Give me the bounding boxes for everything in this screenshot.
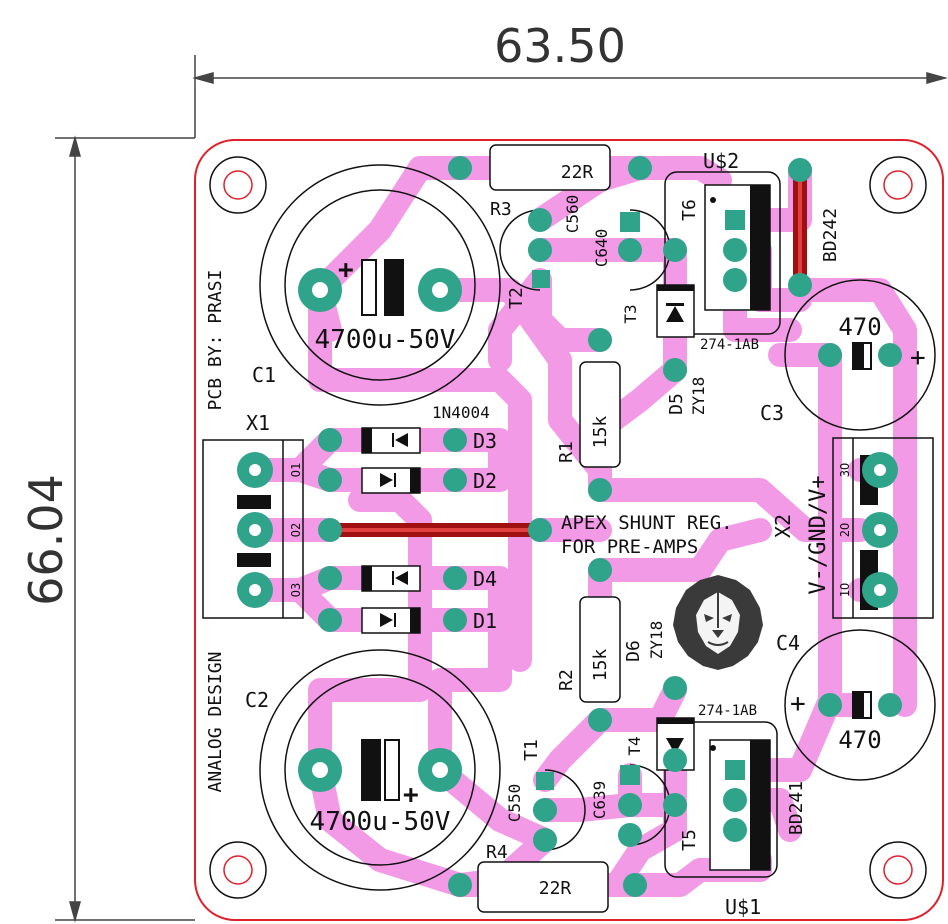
d5-ref: D5	[666, 393, 687, 415]
svg-text:+: +	[790, 689, 806, 719]
r1-value: 15k	[590, 416, 611, 449]
brand-text: ANALOG DESIGN	[205, 652, 226, 793]
d6-ref: D6	[623, 640, 644, 662]
r4-value: 22R	[539, 878, 572, 899]
us1-ref: U$1	[725, 895, 761, 919]
pads	[237, 156, 902, 897]
heatsink-bottom: 274-1AB	[698, 703, 757, 719]
x2-ref: X2	[771, 514, 795, 538]
x1-pin-1: O1	[289, 463, 303, 477]
x2-pin-2: 2O	[838, 523, 852, 537]
d3-ref: D3	[473, 429, 497, 453]
dimension-lines	[55, 55, 948, 923]
c3-ref: C3	[760, 401, 784, 425]
svg-text:+: +	[338, 255, 354, 285]
r2-ref: R2	[556, 669, 577, 691]
c640-ref: C640	[592, 229, 611, 268]
zy18-bottom: ZY18	[647, 621, 666, 660]
c2-value: 4700u-50V	[310, 807, 451, 837]
t2-ref: T2	[506, 287, 527, 309]
x2-label: V-/GND/V+	[806, 475, 831, 594]
c560-ref: C560	[563, 195, 582, 234]
t4-ref: T4	[625, 736, 644, 755]
r4-ref: R4	[486, 842, 508, 863]
r2-value: 15k	[590, 649, 611, 682]
diode-part: 1N4004	[432, 403, 490, 422]
silk-text: 4700u-50V 4700u-50V C1 C2 470 470 C3 C4 …	[205, 149, 882, 919]
credit-text: PCB BY: PRASI	[205, 270, 226, 411]
c3-value: 470	[838, 313, 881, 341]
diode-symbols	[362, 285, 694, 757]
width-dimension: 63.50	[494, 19, 626, 73]
c639-ref: C639	[590, 781, 609, 820]
title-line2: FOR PRE-AMPS	[561, 536, 698, 558]
heatsink-top: 274-1AB	[700, 337, 759, 353]
c1-value: 4700u-50V	[315, 325, 456, 355]
cap-symbols	[361, 259, 872, 801]
board-outline	[194, 139, 944, 921]
c2-ref: C2	[245, 688, 269, 712]
us2-ref: U$2	[703, 149, 739, 173]
r3-value: 22R	[561, 162, 594, 183]
lion-logo	[673, 575, 763, 670]
x2-pin-3: 3O	[838, 463, 852, 477]
x1-ref: X1	[246, 411, 270, 435]
bd242-ref: BD242	[820, 208, 841, 262]
t3-ref: T3	[621, 304, 640, 323]
t6-ref: T6	[679, 199, 700, 221]
svg-text:+: +	[403, 780, 419, 810]
t1-ref: T1	[521, 739, 542, 761]
zy18-top: ZY18	[689, 377, 708, 416]
d2-ref: D2	[473, 469, 497, 493]
c4-value: 470	[838, 726, 881, 754]
x1-pin-3: O3	[289, 583, 303, 597]
x2-pin-1: 1O	[838, 583, 852, 597]
t5-ref: T5	[679, 829, 700, 851]
height-dimension: 66.04	[19, 474, 73, 606]
polarity-marks: + + + +	[338, 255, 926, 810]
svg-text:+: +	[910, 343, 926, 373]
bd241-ref: BD241	[786, 781, 807, 835]
r1-ref: R1	[556, 441, 577, 463]
c1-ref: C1	[252, 363, 276, 387]
d1-ref: D1	[473, 609, 497, 633]
r3-ref: R3	[490, 199, 512, 220]
x1-pin-2: O2	[289, 523, 303, 537]
pad-holes	[249, 282, 886, 778]
c550-ref: C550	[505, 784, 524, 823]
title-line1: APEX SHUNT REG.	[561, 512, 733, 534]
c4-ref: C4	[776, 631, 800, 655]
d4-ref: D4	[473, 567, 497, 591]
